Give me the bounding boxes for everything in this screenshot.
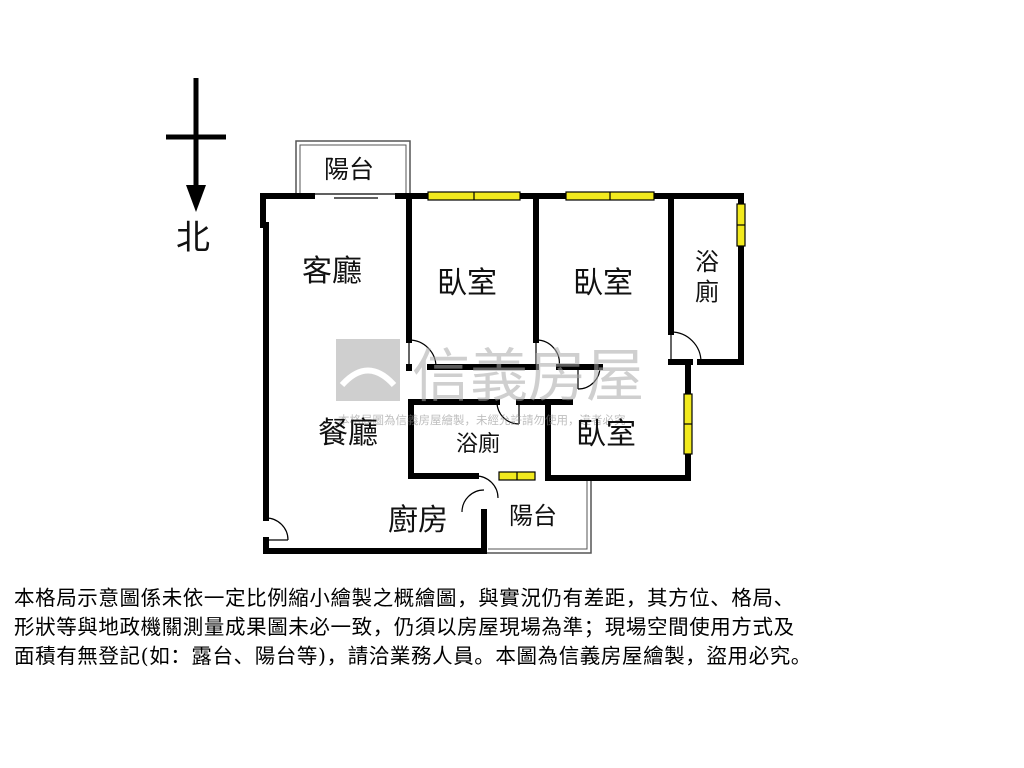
room-kitchen: 廚房 (388, 503, 448, 538)
north-label: 北 (176, 218, 210, 258)
room-bathroom-1-line1: 浴 (695, 248, 719, 276)
room-bathroom-1-line2: 廁 (695, 278, 719, 306)
north-arrow-icon (186, 185, 206, 212)
room-bedroom-3: 臥室 (576, 417, 636, 452)
disclaimer-line: 形狀等與地政機關測量成果圖未必一致，仍須以房屋現場為準；現場空間使用方式及 (14, 615, 795, 639)
floor-plan: 北 (166, 78, 746, 554)
room-bedroom-1: 臥室 (437, 266, 497, 301)
windows (427, 191, 746, 481)
disclaimer-line: 本格局示意圖係未依一定比例縮小繪製之概繪圖，與實況仍有差距，其方位、格局、 (14, 586, 795, 610)
balcony-sliding-door (312, 193, 398, 199)
disclaimer-text: 本格局示意圖係未依一定比例縮小繪製之概繪圖，與實況仍有差距，其方位、格局、 形狀… (14, 584, 1014, 671)
doors (265, 331, 702, 541)
walls (260, 193, 744, 554)
watermark-brand: 信義房屋 (412, 342, 644, 410)
room-bathroom-2: 浴廁 (456, 432, 500, 457)
room-living-room: 客廳 (302, 254, 362, 289)
compass: 北 (166, 78, 226, 258)
room-balcony-bottom: 陽台 (509, 502, 557, 530)
watermark: 信義房屋 本格局圖為信義房屋繪製，未經允許請勿使用，違者必究 (336, 339, 644, 427)
room-balcony-top: 陽台 (324, 155, 374, 184)
disclaimer-line: 面積有無登記(如：露台、陽台等)，請洽業務人員。本圖為信義房屋繪製，盜用必究。 (14, 644, 812, 668)
room-bedroom-2: 臥室 (573, 266, 633, 301)
balcony-top (295, 140, 411, 196)
room-dining-room: 餐廳 (318, 416, 378, 451)
watermark-notice: 本格局圖為信義房屋繪製，未經允許請勿使用，違者必究 (338, 413, 626, 427)
